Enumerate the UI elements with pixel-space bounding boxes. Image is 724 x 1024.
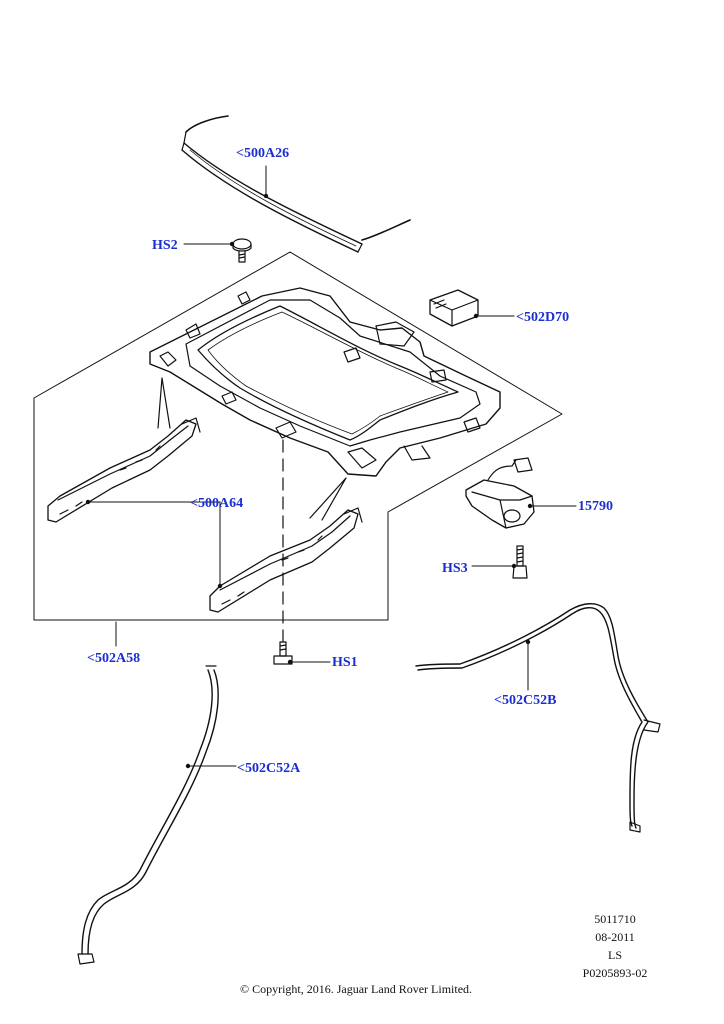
callout-leader-lines [87, 165, 577, 767]
reference-number: 5011710 [594, 912, 636, 926]
callout-15790[interactable]: 15790 [578, 499, 613, 514]
callout-HS3[interactable]: HS3 [442, 561, 468, 576]
screw-hs2-drawing [232, 238, 252, 263]
drain-tube-b-drawing [415, 603, 661, 833]
callout-leader-dots [85, 193, 533, 769]
copyright-notice: © Copyright, 2016. Jaguar Land Rover Lim… [239, 982, 473, 996]
reference-code: LS [607, 948, 622, 962]
callout-502C52B[interactable]: <502C52B [494, 693, 557, 708]
callout-HS1[interactable]: HS1 [332, 655, 358, 670]
left-guide-rail-drawing [47, 417, 201, 523]
assembly-arrows [157, 377, 347, 521]
callout-500A64[interactable]: <500A64 [190, 496, 244, 511]
seal-strip-drawing [181, 115, 411, 253]
illustration-id: P0205893-02 [582, 966, 648, 980]
callout-500A26[interactable]: <500A26 [236, 146, 290, 161]
control-module-drawing [429, 289, 479, 327]
reference-date: 08-2011 [595, 930, 635, 944]
callout-HS2[interactable]: HS2 [152, 238, 178, 253]
sunroof-motor-drawing [465, 457, 535, 529]
right-guide-rail-drawing [209, 507, 363, 613]
sunroof-frame-drawing [149, 287, 501, 477]
callout-502A58[interactable]: <502A58 [87, 651, 141, 666]
callout-502C52A[interactable]: <502C52A [237, 761, 301, 776]
callout-502D70[interactable]: <502D70 [516, 310, 570, 325]
bolt-hs1-drawing [273, 641, 293, 665]
drain-tube-a-drawing [77, 665, 219, 965]
assembly-group-outline [33, 251, 563, 621]
bolt-hs3-drawing [512, 545, 528, 579]
